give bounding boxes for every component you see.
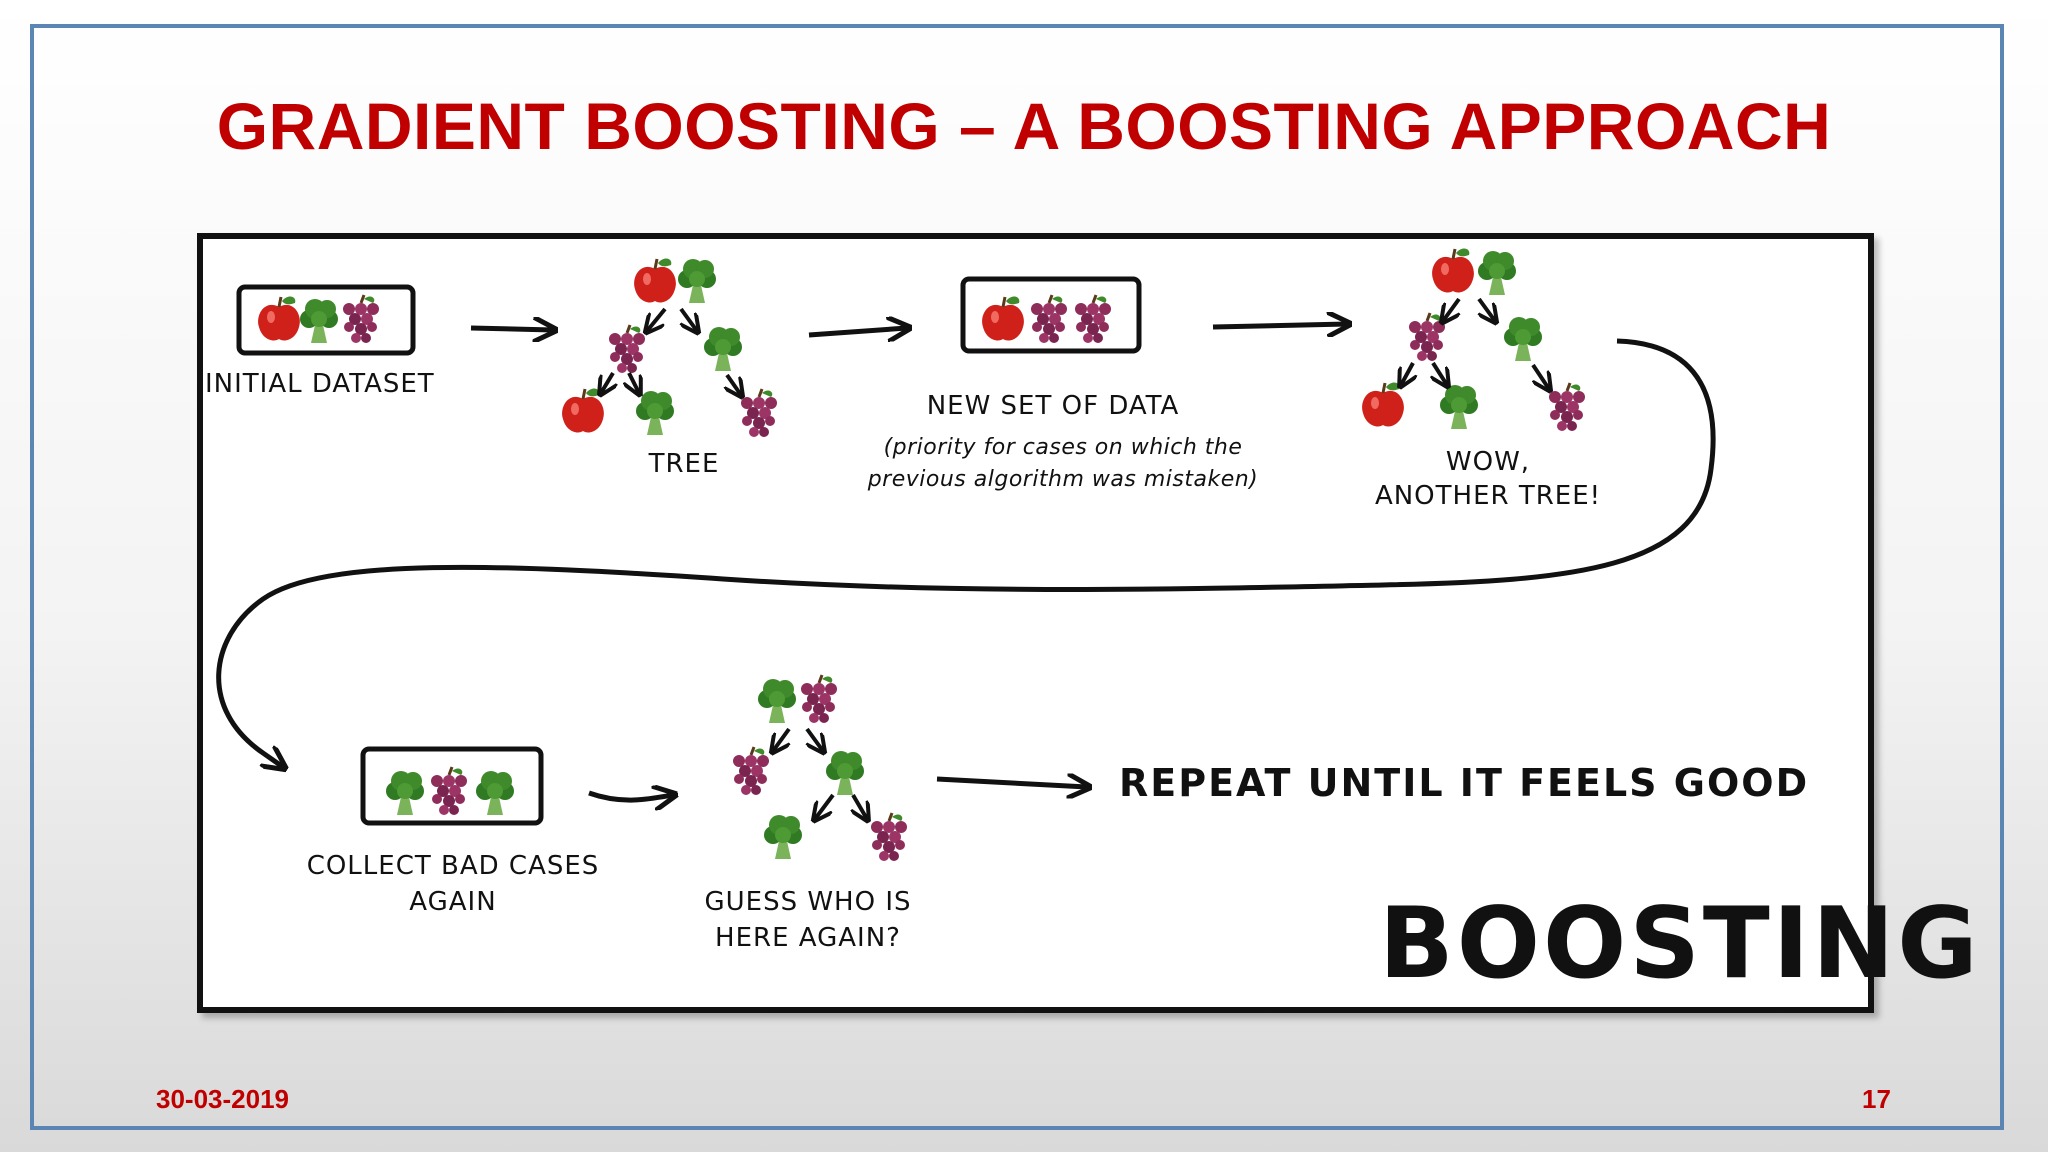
label-again: AGAIN [409, 887, 497, 917]
flow-arrow [936, 779, 1087, 787]
grapes-icon [429, 765, 469, 817]
label-here-again: HERE AGAIN? [715, 923, 901, 953]
slide-title: GRADIENT BOOSTING – A BOOSTING APPROACH [216, 89, 1832, 163]
flow-arrow [1212, 324, 1347, 327]
slide-frame [30, 24, 2004, 1130]
boosting-diagram: INITIAL DATASET TREE NEW SET OF DATA (pr… [197, 233, 1978, 1013]
slide-page-number: 17 [1862, 1084, 1891, 1114]
flow-arrow [588, 793, 673, 800]
grapes-icon [1073, 293, 1113, 345]
bad-cases-box [360, 746, 544, 826]
label-collect-bad-cases: COLLECT BAD CASES [306, 851, 600, 881]
new-set-of-data-box [960, 276, 1142, 354]
flow-arrow [808, 328, 907, 335]
apple-icon [980, 295, 1026, 342]
diagram-drawing [216, 247, 1716, 863]
label-new-set-of-data: NEW SET OF DATA [926, 391, 1180, 421]
slide-date: 30-03-2019 [156, 1084, 289, 1114]
label-boosting: BOOSTING [1379, 887, 1981, 1001]
label-guess-who: GUESS WHO IS [704, 887, 912, 917]
apple-icon [256, 295, 302, 342]
broccoli-icon [386, 771, 424, 815]
initial-dataset-box [236, 284, 416, 356]
tree-3 [731, 673, 909, 863]
broccoli-icon [476, 771, 514, 815]
label-tree: TREE [648, 449, 720, 479]
label-initial-dataset: INITIAL DATASET [205, 369, 435, 399]
label-another-tree: ANOTHER TREE! [1374, 481, 1602, 511]
label-repeat: REPEAT UNTIL IT FEELS GOOD [1119, 761, 1810, 805]
broccoli-icon [300, 299, 338, 343]
tree-2 [1360, 247, 1587, 433]
label-priority-note-1: (priority for cases on which the [883, 435, 1243, 460]
label-priority-note-2: previous algorithm was mistaken) [867, 467, 1259, 492]
tree-1 [560, 257, 779, 439]
grapes-icon [1029, 293, 1069, 345]
grapes-icon [341, 293, 381, 345]
loop-connector [216, 338, 1716, 767]
label-wow: WOW, [1445, 447, 1531, 477]
flow-arrow [470, 328, 553, 330]
